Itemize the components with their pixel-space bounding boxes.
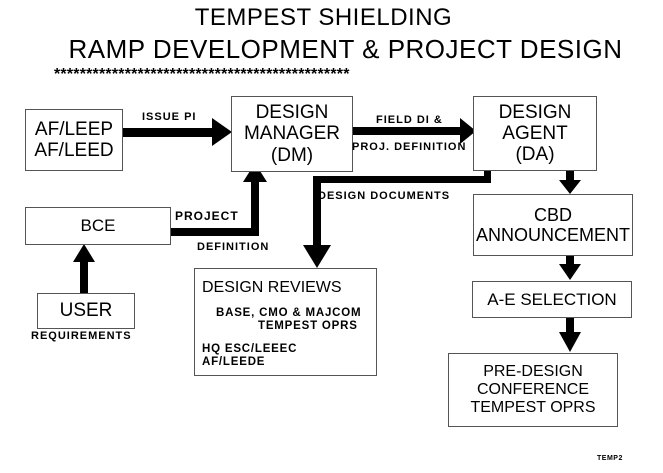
node-pd-line1: PRE-DESIGN xyxy=(483,363,583,381)
edge-label-field-di: FIELD DI & xyxy=(376,114,443,126)
node-dr-line2: TEMPEST OPRS xyxy=(258,319,358,332)
node-bce: BCE xyxy=(25,207,171,245)
node-bce-label: BCE xyxy=(80,216,116,236)
node-dr-line3: HQ ESC/LEEEC xyxy=(202,342,298,355)
node-dr-line4: AF/LEEDE xyxy=(202,355,266,368)
edge-label-proj-definition: PROJ. DEFINITION xyxy=(352,141,467,153)
node-user: USER xyxy=(37,293,135,329)
edge-label-issue-pi: ISSUE PI xyxy=(142,111,197,123)
node-dm-line1: DESIGN xyxy=(255,102,329,124)
node-cbd-line2: ANNOUNCEMENT xyxy=(475,225,630,245)
arrowhead-user-bce xyxy=(73,244,95,262)
arrow-issue-pi xyxy=(123,128,215,137)
arrow-project-definition-v xyxy=(251,178,259,236)
node-af-leep-line2: AF/LEED xyxy=(34,140,114,161)
edge-label-definition: DEFINITION xyxy=(197,241,270,253)
edge-label-project: PROJECT xyxy=(175,209,239,223)
node-dm-line3: (DM) xyxy=(270,144,314,166)
diagram-subtitle: RAMP DEVELOPMENT & PROJECT DESIGN xyxy=(68,34,623,64)
node-design-agent: DESIGN AGENT (DA) xyxy=(473,96,597,171)
node-pd-line2: CONFERENCE xyxy=(476,381,589,399)
arrowhead-field-di xyxy=(460,118,476,144)
node-cbd-announcement: CBD ANNOUNCEMENT xyxy=(473,194,633,256)
arrow-ae-predesign xyxy=(566,317,574,333)
node-da-line2: AGENT xyxy=(502,122,568,144)
arrow-design-documents-v2 xyxy=(313,176,321,246)
arrowhead-project-definition xyxy=(243,163,267,182)
edge-label-design-documents: DESIGN DOCUMENTS xyxy=(318,190,451,202)
arrowhead-design-documents xyxy=(303,245,331,268)
node-design-manager: DESIGN MANAGER (DM) xyxy=(231,96,353,172)
arrowhead-ae-predesign xyxy=(559,332,581,352)
edge-label-requirements: REQUIREMENTS xyxy=(31,330,132,342)
node-user-label: USER xyxy=(59,300,113,322)
title-divider: ****************************************… xyxy=(54,66,350,83)
arrow-project-definition-h xyxy=(171,228,259,236)
node-pd-line3: TEMPEST OPRS xyxy=(470,398,596,416)
footer-code: TEMP2 xyxy=(597,455,623,462)
arrowhead-da-cbd xyxy=(559,180,581,194)
node-dr-heading: DESIGN REVIEWS xyxy=(202,279,342,296)
diagram-title: TEMPEST SHIELDING xyxy=(194,4,453,31)
node-ae-selection: A-E SELECTION xyxy=(472,281,632,318)
arrow-da-cbd xyxy=(566,170,574,182)
node-da-line3: (DA) xyxy=(515,144,555,166)
arrow-cbd-ae xyxy=(566,256,574,266)
arrow-design-documents-h xyxy=(313,176,491,183)
node-ae-label: A-E SELECTION xyxy=(487,289,617,309)
node-dm-line2: MANAGER xyxy=(243,123,341,145)
arrow-user-bce xyxy=(80,260,88,293)
node-da-line1: DESIGN xyxy=(498,101,572,123)
node-dr-line1: BASE, CMO & MAJCOM xyxy=(216,306,362,319)
arrowhead-issue-pi xyxy=(212,118,232,146)
node-pre-design: PRE-DESIGN CONFERENCE TEMPEST OPRS xyxy=(448,353,618,427)
arrowhead-cbd-ae xyxy=(559,264,581,280)
node-cbd-line1: CBD xyxy=(533,204,572,225)
arrow-field-di xyxy=(352,127,462,135)
node-af-leep: AF/LEEP AF/LEED xyxy=(25,109,123,171)
node-design-reviews: DESIGN REVIEWS BASE, CMO & MAJCOM TEMPES… xyxy=(194,268,377,376)
node-af-leep-line1: AF/LEEP xyxy=(34,118,114,140)
